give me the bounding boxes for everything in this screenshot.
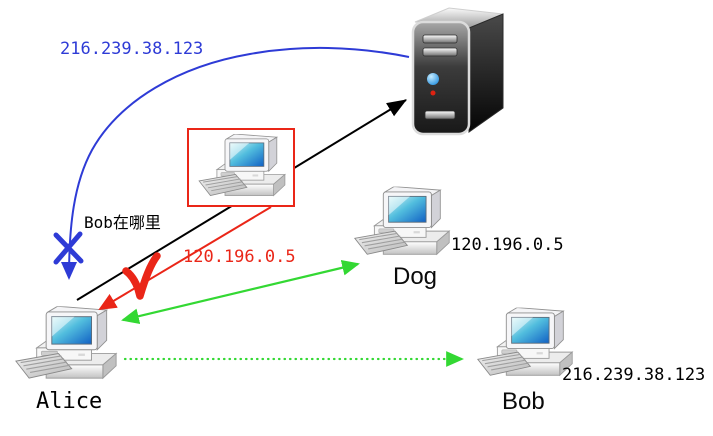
attacker-highlight-box <box>187 128 295 207</box>
dog-ip-label: 120.196.0.5 <box>451 235 564 255</box>
green-link-alice-dog <box>121 259 360 325</box>
spoofed-response-arrow <box>98 206 272 311</box>
bob-ip-label: 216.239.38.123 <box>562 365 706 385</box>
blocked-response-ip-label: 216.239.38.123 <box>60 39 204 59</box>
spoofed-ip-label: 120.196.0.5 <box>183 247 296 267</box>
bob-name-label: Bob <box>502 388 545 415</box>
alice-name-label: Alice <box>36 389 103 414</box>
blocked-dns-response-curve <box>61 46 410 280</box>
dog-name-label: Dog <box>393 263 438 290</box>
blocked-x-icon <box>53 231 84 265</box>
dns-query-label: Bob在哪里 <box>84 213 161 232</box>
accepted-check-icon <box>122 252 161 300</box>
